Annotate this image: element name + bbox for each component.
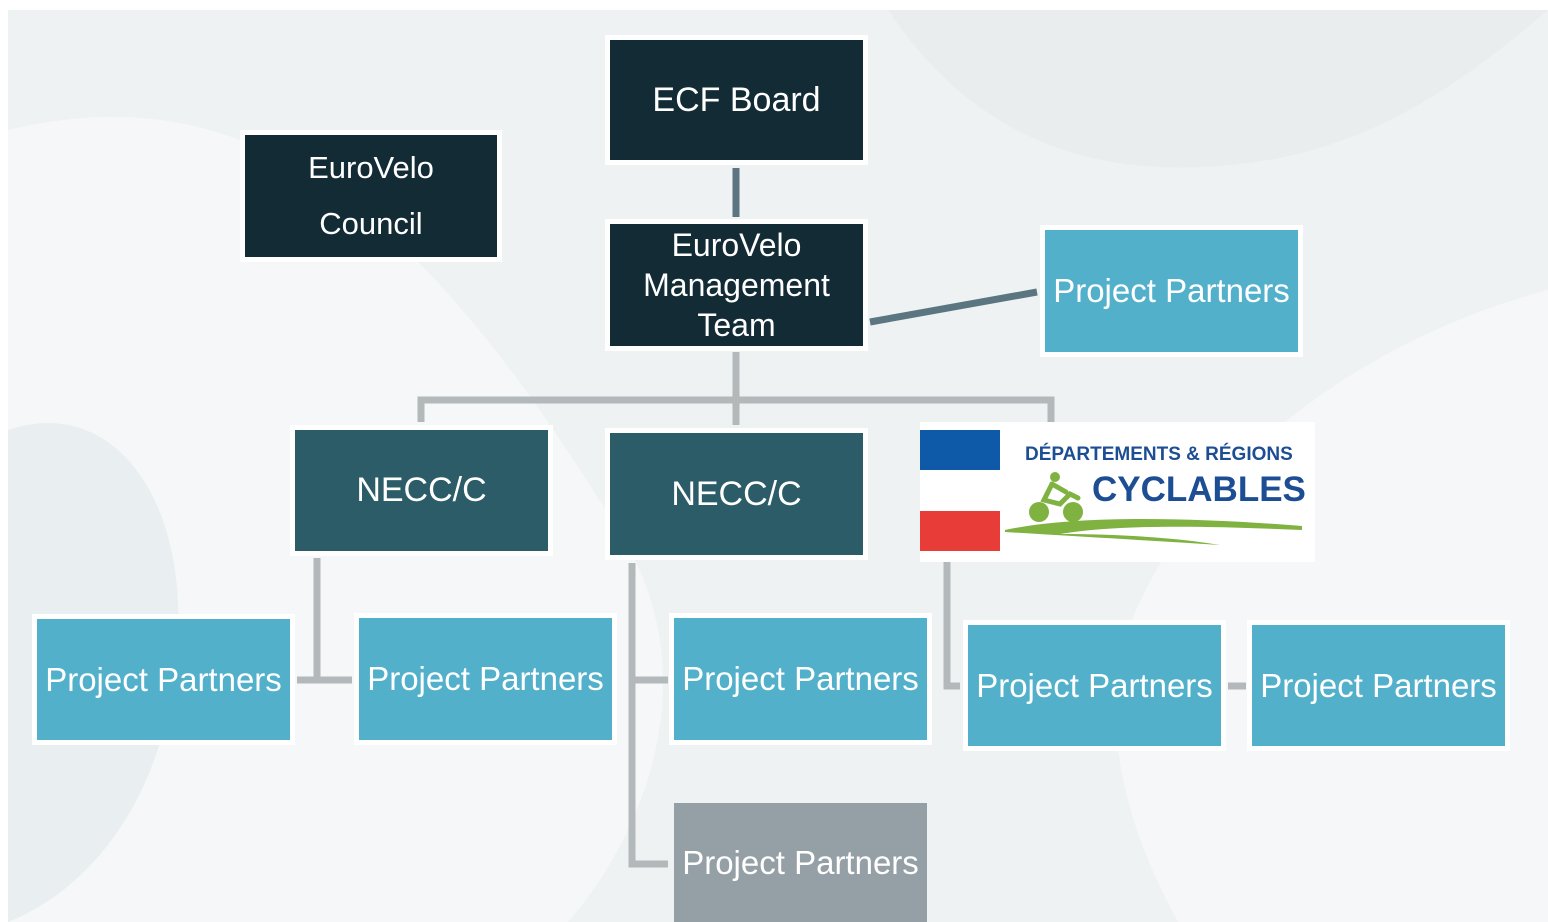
- connector-horizontal-bar: [417, 396, 1055, 422]
- council-label-line2: Council: [319, 206, 423, 241]
- project-partners-left-2: Project Partners: [354, 613, 617, 745]
- ecf-board-label: ECF Board: [652, 80, 821, 119]
- partners-label: Project Partners: [45, 660, 282, 698]
- project-partners-left-1: Project Partners: [32, 614, 295, 745]
- necc-middle-box: NECC/C: [605, 428, 868, 560]
- management-label-line2: Management: [643, 267, 830, 303]
- connector-left-tree: [297, 558, 352, 684]
- logo-line1: DÉPARTEMENTS & RÉGIONS: [1025, 444, 1293, 465]
- project-partners-top-right: Project Partners: [1040, 225, 1303, 357]
- partners-label: Project Partners: [1053, 272, 1290, 309]
- flag-red-stripe: [920, 511, 1000, 551]
- council-label-line1: EuroVelo: [308, 150, 434, 185]
- logo-line2: CYCLABLES: [1092, 470, 1306, 509]
- connector-middle-tree: [628, 563, 668, 868]
- project-partners-middle-1: Project Partners: [669, 613, 932, 745]
- eurovelo-council-box: EuroVelo Council: [240, 130, 502, 262]
- partners-label: Project Partners: [976, 666, 1213, 704]
- connector-management-partners: [869, 288, 1038, 326]
- management-label-line1: EuroVelo: [671, 227, 802, 263]
- project-partners-right-2: Project Partners: [1247, 620, 1510, 751]
- departements-regions-cyclables-logo: DÉPARTEMENTS & RÉGIONS CYCLABLES: [920, 422, 1315, 562]
- project-partners-right-1: Project Partners: [963, 620, 1226, 751]
- cyclist-icon: [1005, 472, 1302, 545]
- management-label-line3: Team: [697, 307, 776, 343]
- flag-blue-stripe: [920, 430, 1000, 470]
- partners-label: Project Partners: [1260, 666, 1497, 704]
- partners-label: Project Partners: [682, 843, 919, 881]
- necc-left-label: NECC/C: [356, 471, 487, 509]
- necc-middle-label: NECC/C: [671, 474, 802, 513]
- management-team-box: EuroVelo Management Team: [605, 219, 868, 351]
- ecf-board-box: ECF Board: [605, 35, 868, 165]
- partners-label: Project Partners: [367, 660, 604, 697]
- necc-left-box: NECC/C: [290, 425, 553, 556]
- project-partners-middle-2: Project Partners: [674, 803, 927, 922]
- partners-label: Project Partners: [682, 660, 919, 697]
- connector-right-tree: [943, 560, 960, 690]
